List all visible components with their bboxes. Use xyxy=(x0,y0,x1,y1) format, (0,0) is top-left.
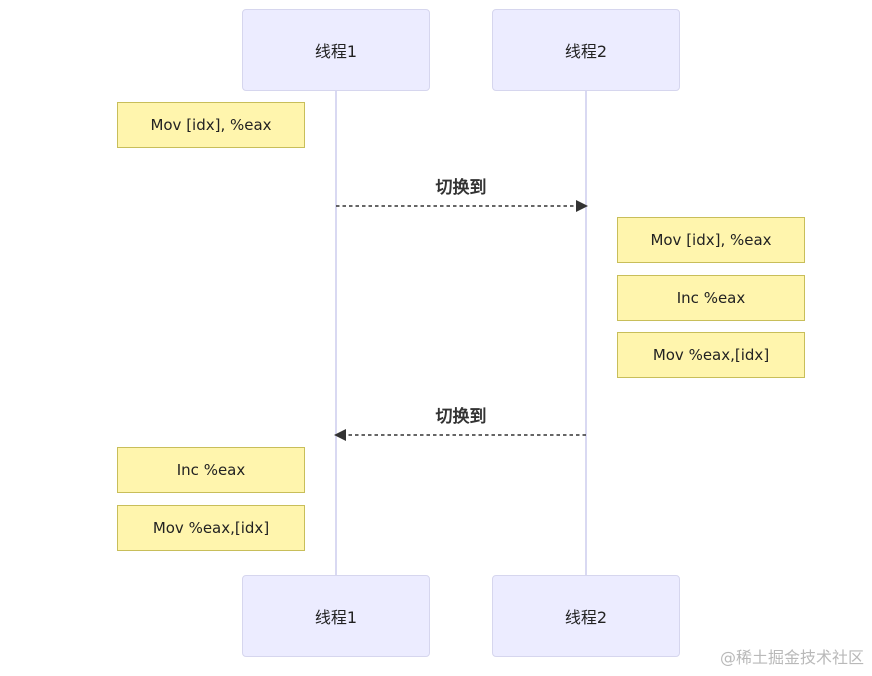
note-text: Mov %eax,[idx] xyxy=(652,346,770,364)
note-thread2-mov-store: Mov %eax,[idx] xyxy=(617,332,805,378)
note-thread1-inc: Inc %eax xyxy=(117,447,305,493)
message-label-switch-to-thread1: 切换到 xyxy=(435,407,487,427)
actor-thread2-top: 线程2 xyxy=(492,9,680,91)
watermark-text: @稀土掘金技术社区 xyxy=(719,648,864,667)
actor-thread1-bottom: 线程1 xyxy=(242,575,430,657)
actor-label: 线程1 xyxy=(314,608,358,627)
message-label-switch-to-thread2: 切换到 xyxy=(435,178,487,198)
actor-label: 线程2 xyxy=(564,42,608,61)
note-text: Mov [idx], %eax xyxy=(150,116,272,134)
actor-label: 线程1 xyxy=(314,42,358,61)
actor-thread1-top: 线程1 xyxy=(242,9,430,91)
lifeline-thread2 xyxy=(585,91,587,576)
note-text: Inc %eax xyxy=(676,289,746,307)
note-thread2-mov-load: Mov [idx], %eax xyxy=(617,217,805,263)
note-thread1-mov-load: Mov [idx], %eax xyxy=(117,102,305,148)
note-text: Inc %eax xyxy=(176,461,246,479)
lifeline-thread1 xyxy=(335,91,337,576)
note-thread2-inc: Inc %eax xyxy=(617,275,805,321)
arrowhead-right xyxy=(576,200,588,212)
actor-thread2-bottom: 线程2 xyxy=(492,575,680,657)
note-text: Mov %eax,[idx] xyxy=(152,519,270,537)
note-thread1-mov-store: Mov %eax,[idx] xyxy=(117,505,305,551)
note-text: Mov [idx], %eax xyxy=(650,231,772,249)
actor-label: 线程2 xyxy=(564,608,608,627)
arrowhead-left xyxy=(334,429,346,441)
